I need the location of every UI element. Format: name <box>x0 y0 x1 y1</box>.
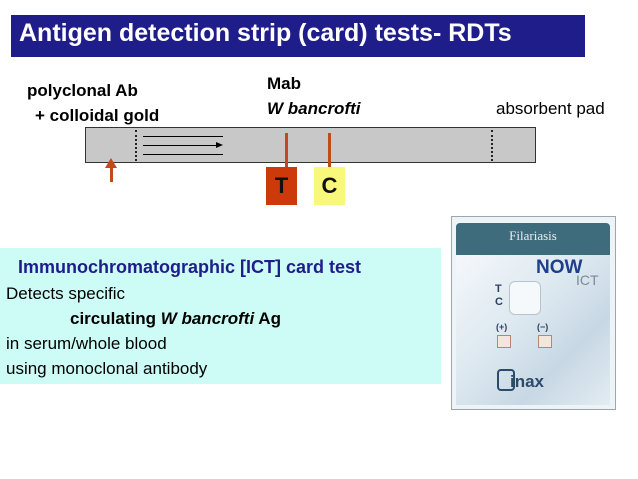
absorbent-pad-boundary <box>491 130 493 161</box>
ict-line-3: in serum/whole blood <box>6 334 167 353</box>
ict-heading: Immunochromatographic [ICT] card test <box>18 257 362 277</box>
ict-line-4: using monoclonal antibody <box>6 359 208 378</box>
polyclonal-label: polyclonal Ab <box>27 81 138 100</box>
species-label: W bancrofti <box>267 99 361 118</box>
card-header <box>456 223 610 255</box>
t-band-label: T <box>266 167 297 205</box>
ict-description-box <box>0 248 441 384</box>
title-bar <box>11 15 585 57</box>
flow-line <box>143 136 223 137</box>
ict-line-2-end: Ag <box>258 309 281 328</box>
binax-logo-icon <box>497 369 515 391</box>
arrow-up-shaft <box>110 166 113 182</box>
card-t-mark: T <box>495 283 502 295</box>
card-negative-well <box>538 335 552 348</box>
ict-line-1: Detects specific <box>6 284 126 303</box>
card-logo: inax <box>510 372 545 391</box>
flow-line <box>143 154 223 155</box>
card-positive-well <box>497 335 511 348</box>
sample-pad-boundary <box>135 130 137 161</box>
ict-line-2-species: W bancrofti <box>160 309 255 328</box>
card-c-mark: C <box>495 296 503 308</box>
control-line <box>328 133 331 167</box>
ict-line-2: circulating W bancrofti Ag <box>70 309 281 329</box>
slide-title: Antigen detection strip (card) tests- RD… <box>19 19 512 47</box>
arrow-right-icon <box>216 142 223 148</box>
card-result-window <box>509 281 541 315</box>
card-title: Filariasis <box>509 228 557 243</box>
flow-line <box>143 145 216 146</box>
ict-line-2-bold: circulating <box>70 309 156 328</box>
card-brand-sub: ICT <box>576 272 599 288</box>
card-minus-label: (−) <box>537 322 549 332</box>
arrow-up-icon <box>105 158 117 168</box>
card-body <box>456 255 610 405</box>
c-band-label: C <box>314 167 345 205</box>
card-plus-label: (+) <box>496 322 508 332</box>
card-brand: NOW <box>536 257 583 278</box>
absorbent-pad-label: absorbent pad <box>496 99 605 118</box>
mab-label: Mab <box>267 74 301 93</box>
colloidal-gold-label: + colloidal gold <box>35 106 160 125</box>
test-line <box>285 133 288 167</box>
